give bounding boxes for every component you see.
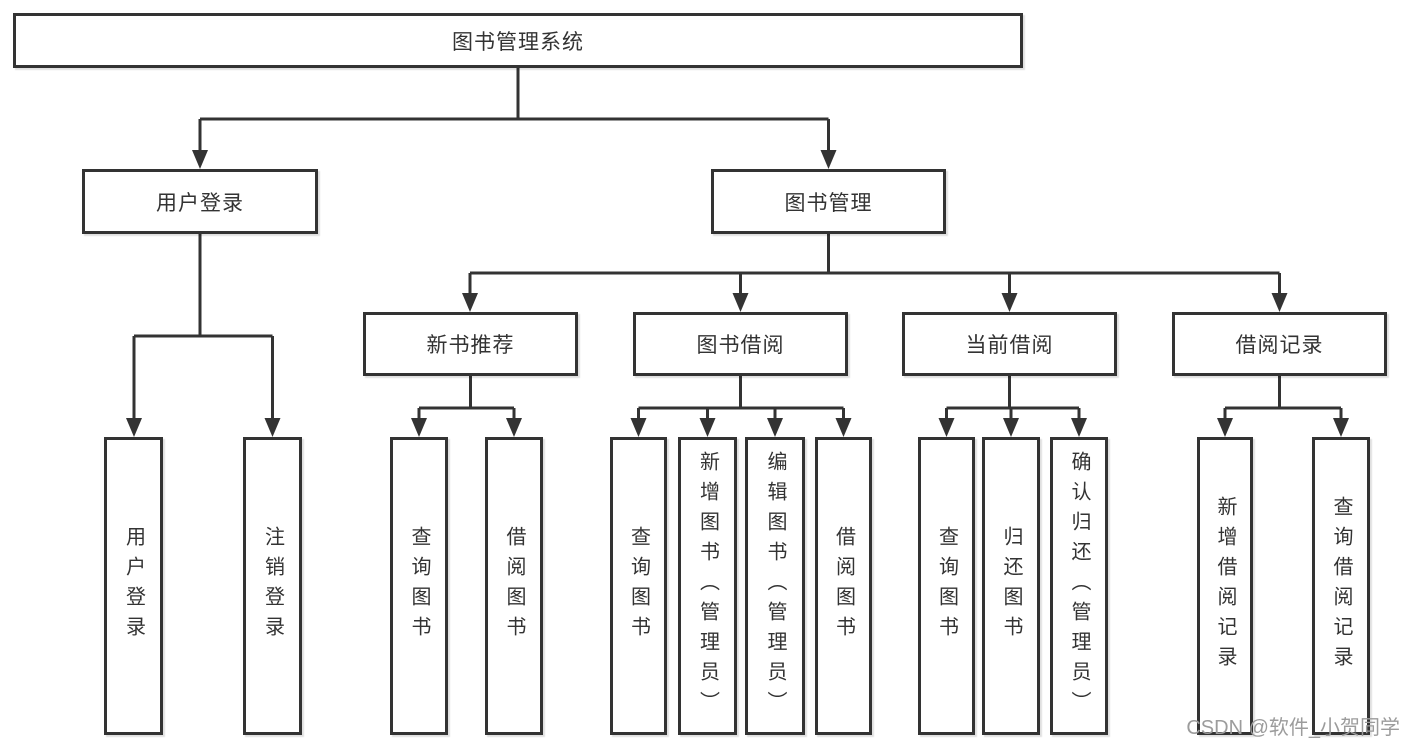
node-label: 确认归还（管理员） [1068, 451, 1090, 721]
node-leaf-logout: 注销登录 [243, 437, 302, 735]
node-leaf-borrow-books-rec: 借阅图书 [485, 437, 543, 735]
node-leaf-query-books-current: 查询图书 [918, 437, 975, 735]
node-leaf-user-login: 用户登录 [104, 437, 163, 735]
node-label: 查询图书 [627, 526, 650, 646]
connector-new-book-rec-children [417, 376, 516, 419]
node-library-management-system: 图书管理系统 [13, 13, 1023, 68]
node-label: 查询借阅记录 [1330, 496, 1352, 676]
node-label: 图书管理 [784, 191, 873, 215]
node-leaf-add-books-admin: 新增图书（管理员） [678, 437, 737, 735]
connector-borrow-records-children [1223, 376, 1343, 419]
node-borrow-records: 借阅记录 [1172, 312, 1387, 376]
node-label: 新增图书（管理员） [696, 451, 719, 721]
node-label: 借阅图书 [832, 526, 855, 646]
node-leaf-edit-books-admin: 编辑图书（管理员） [745, 437, 805, 735]
arrowhead [1217, 418, 1233, 437]
arrowhead [126, 418, 142, 437]
node-label: 归还图书 [1000, 526, 1022, 646]
arrowhead [1071, 418, 1087, 437]
arrowhead [835, 418, 852, 437]
connector-book-management-children [468, 234, 1281, 294]
node-leaf-confirm-return-admin: 确认归还（管理员） [1050, 437, 1108, 735]
node-current-borrow: 当前借阅 [902, 312, 1117, 376]
node-leaf-borrow-books: 借阅图书 [815, 437, 872, 735]
node-label: 图书借阅 [696, 334, 785, 357]
node-book-borrow: 图书借阅 [633, 312, 848, 376]
node-label: 新增借阅记录 [1214, 496, 1236, 676]
arrowhead [411, 418, 427, 437]
arrowhead [1333, 418, 1349, 437]
connector-root-to-level2 [198, 68, 830, 151]
node-label: 编辑图书（管理员） [764, 451, 786, 721]
node-leaf-query-books-borrow: 查询图书 [610, 437, 667, 735]
connector-book-borrow-children [637, 376, 845, 419]
node-user-login: 用户登录 [82, 169, 318, 234]
arrowhead [506, 418, 522, 437]
node-label: 用户登录 [122, 526, 145, 646]
node-new-book-recommend: 新书推荐 [363, 312, 578, 376]
arrowhead [1271, 293, 1288, 312]
node-label: 用户登录 [156, 191, 244, 215]
node-label: 图书管理系统 [452, 30, 584, 54]
arrowhead [1003, 418, 1019, 437]
arrowhead [732, 293, 749, 312]
arrowhead [767, 418, 783, 437]
arrowhead [1001, 293, 1018, 312]
connector-user-login-children [132, 234, 274, 419]
node-label: 查询图书 [935, 526, 958, 646]
node-leaf-add-borrow-record: 新增借阅记录 [1197, 437, 1253, 735]
node-label: 借阅记录 [1235, 334, 1324, 357]
node-label: 注销登录 [261, 526, 284, 646]
arrowhead [938, 418, 955, 437]
arrowhead [462, 293, 478, 312]
node-label: 查询图书 [408, 526, 430, 646]
arrowhead [630, 418, 647, 437]
watermark: CSDN @软件_小贺同学 [1186, 717, 1400, 739]
arrowhead [264, 418, 281, 437]
node-label: 借阅图书 [503, 526, 525, 646]
arrowhead [820, 150, 837, 169]
arrowhead [192, 150, 208, 169]
arrowhead [699, 418, 716, 437]
node-book-management: 图书管理 [711, 169, 946, 234]
node-leaf-query-books-rec: 查询图书 [390, 437, 448, 735]
connector-current-borrow-children [945, 376, 1081, 419]
node-leaf-query-borrow-record: 查询借阅记录 [1312, 437, 1370, 735]
node-label: 新书推荐 [426, 334, 515, 357]
node-label: 当前借阅 [965, 334, 1054, 357]
node-leaf-return-books: 归还图书 [982, 437, 1040, 735]
